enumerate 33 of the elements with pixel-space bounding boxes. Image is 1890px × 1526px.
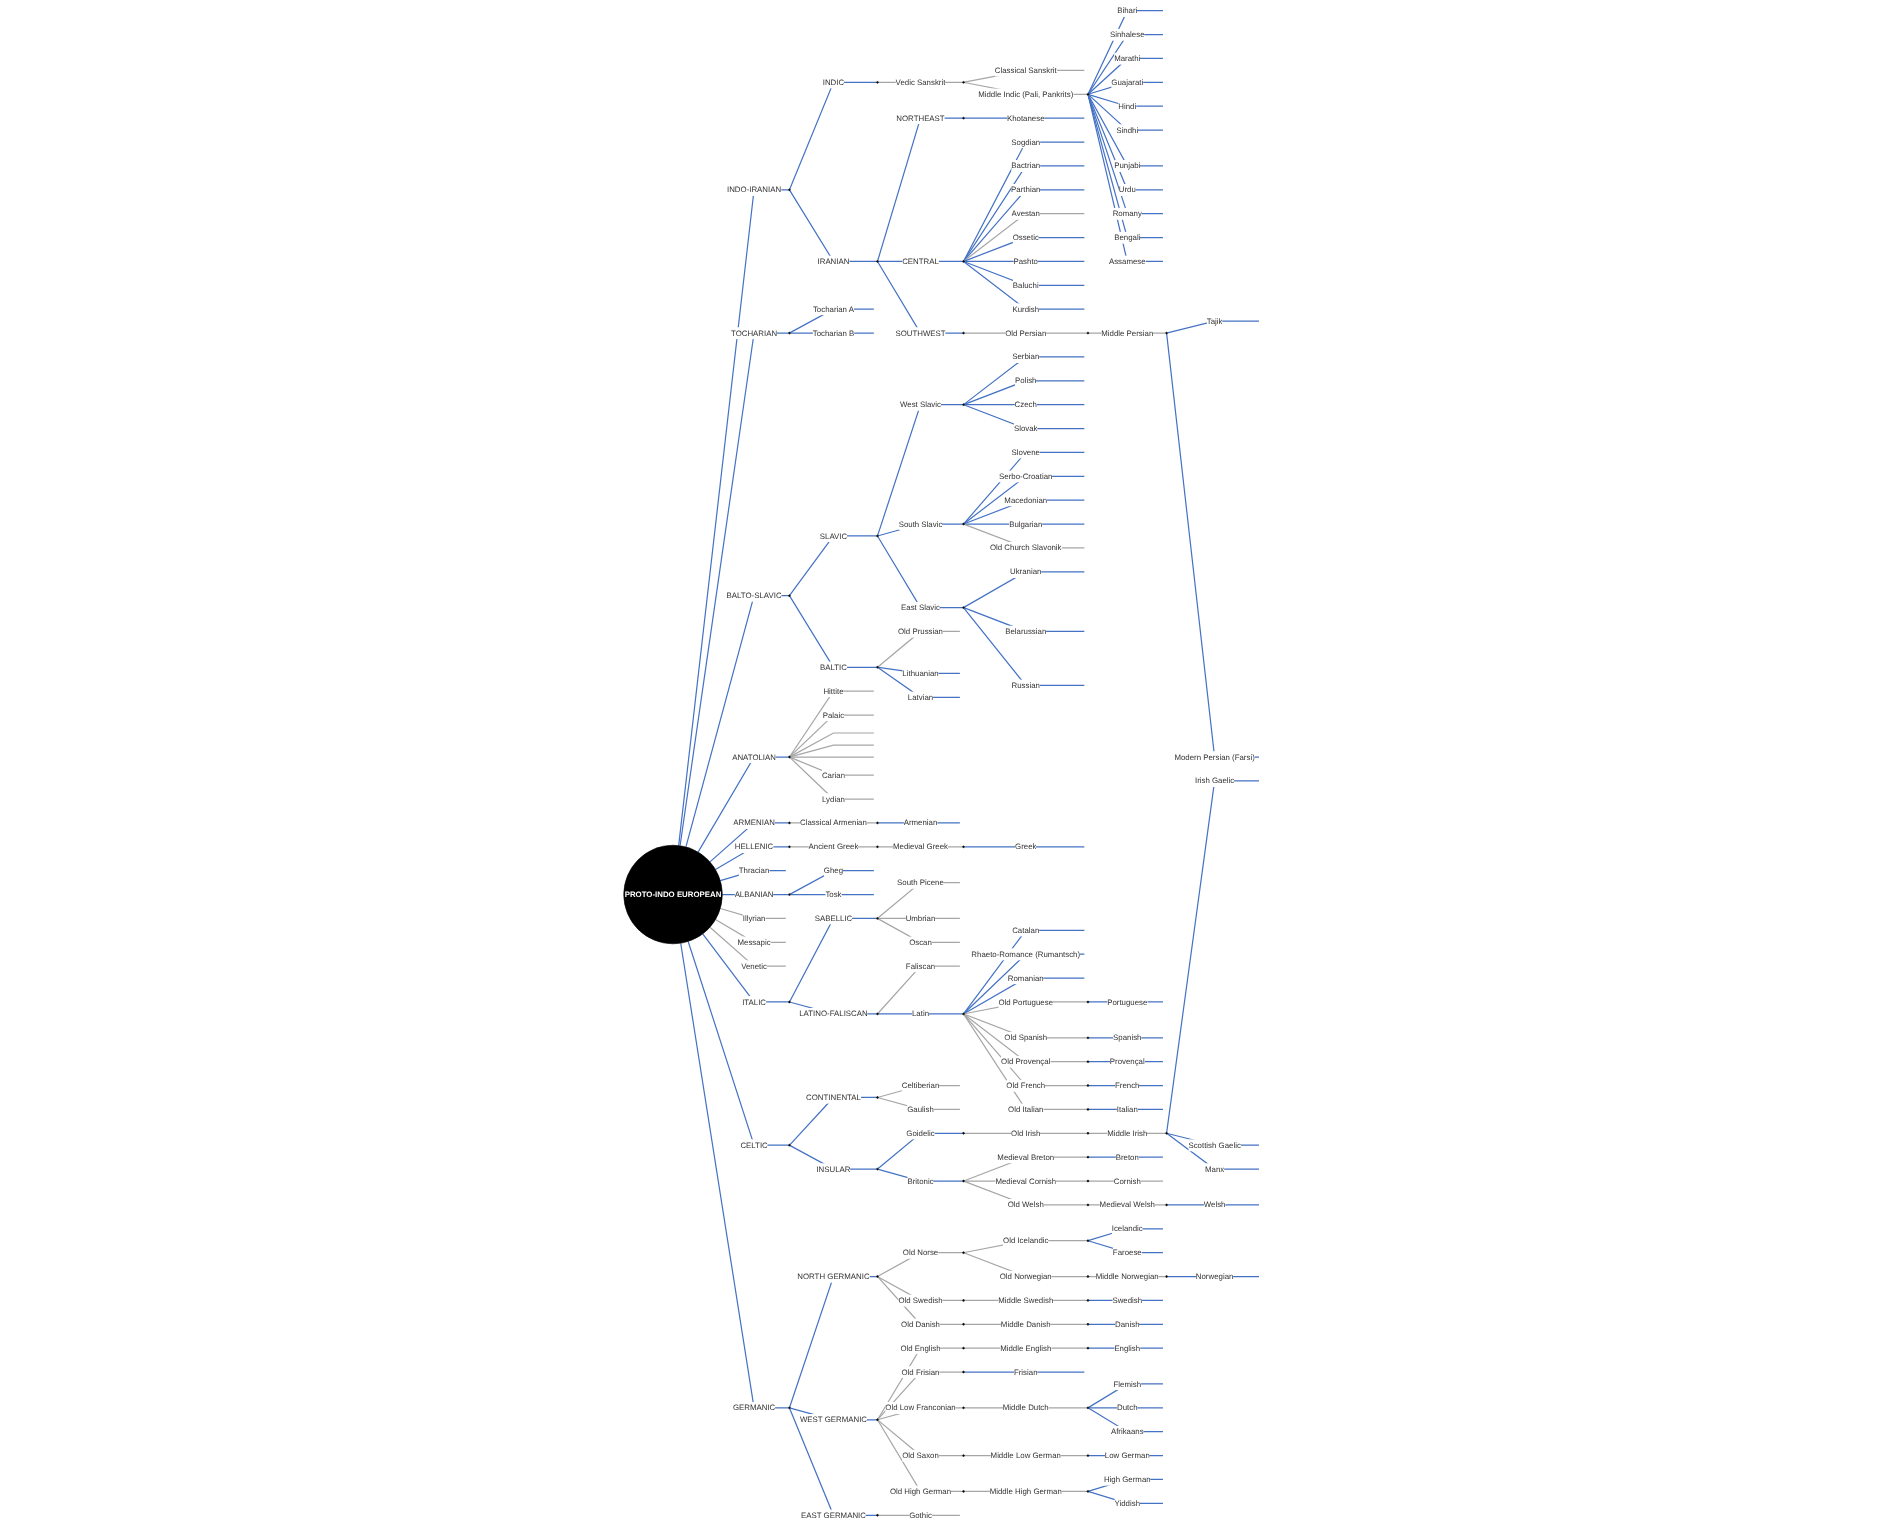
branch-line <box>1166 1204 1260 1206</box>
branch-line <box>789 535 878 596</box>
branch-line <box>679 332 790 847</box>
branch-line <box>963 261 1085 286</box>
branch-line <box>963 607 1085 686</box>
branch-line <box>789 732 875 758</box>
branch-line <box>963 404 1085 406</box>
branch-line <box>789 744 875 758</box>
branch-line <box>680 942 790 1409</box>
branch-line <box>1087 94 1164 191</box>
branch-line <box>678 189 790 847</box>
branch-line <box>685 595 790 848</box>
branch-line <box>963 189 1085 262</box>
branch-line <box>1087 10 1164 95</box>
branch-line <box>1088 57 1164 95</box>
branch-line <box>1087 94 1164 215</box>
branch-line <box>963 165 1085 262</box>
branch-line <box>702 933 790 1003</box>
branch-line <box>789 595 878 668</box>
branch-line <box>1166 333 1260 758</box>
branch-line <box>877 404 964 536</box>
branch-line <box>789 917 878 1002</box>
branch-line <box>963 141 1085 262</box>
branch-line <box>1087 94 1164 167</box>
branch-line <box>789 756 875 758</box>
branch-line <box>963 260 1085 262</box>
branch-line <box>789 81 878 190</box>
branch-line <box>789 690 875 757</box>
branch-line <box>1166 1133 1260 1170</box>
branch-line <box>963 1371 1085 1373</box>
branch-line <box>687 940 790 1146</box>
branch-line <box>1166 780 1260 1133</box>
branch-line <box>963 380 1085 405</box>
